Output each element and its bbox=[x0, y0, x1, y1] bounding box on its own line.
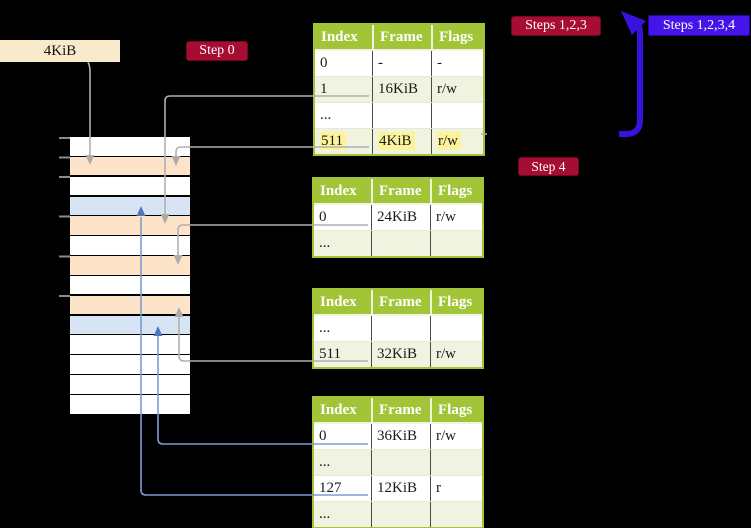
cell-frame: 32KiB bbox=[371, 342, 430, 367]
column-header-index: Index bbox=[320, 183, 357, 199]
cell-index: ... bbox=[319, 235, 331, 251]
memory-frame-free bbox=[70, 137, 190, 156]
column-header-frame: Frame bbox=[372, 25, 431, 49]
table-row-highlighted: 511 4KiB r/w bbox=[315, 128, 483, 154]
memory-frame-page-table bbox=[70, 256, 190, 275]
step-0-badge: Step 0 bbox=[186, 41, 248, 61]
cell-index: ... bbox=[319, 320, 331, 336]
column-header-index: Index bbox=[321, 29, 358, 45]
cell-index: 0 bbox=[320, 55, 328, 71]
cell-flags: r/w bbox=[430, 342, 482, 367]
table-header-row: Index Frame Flags bbox=[314, 290, 482, 316]
cell-flags: r/w bbox=[431, 77, 483, 102]
cell-index: ... bbox=[319, 454, 331, 470]
column-header-index: Index bbox=[320, 294, 357, 310]
page-table-3: Index Frame Flags ... 511 32KiB r/w bbox=[312, 288, 484, 369]
big-loop-arrowhead-icon bbox=[621, 11, 646, 35]
highlighted-value: 511 bbox=[320, 132, 346, 150]
cell-flags bbox=[430, 231, 482, 256]
table-row: 511 32KiB r/w bbox=[314, 341, 482, 367]
column-header-frame: Frame bbox=[371, 179, 430, 203]
page-size-label: 4KiB bbox=[0, 40, 120, 62]
cell-frame: 4KiB bbox=[372, 129, 431, 154]
column-header-flags: Flags bbox=[430, 290, 482, 314]
cell-index: ... bbox=[320, 107, 332, 123]
memory-frame-page-table bbox=[70, 156, 190, 176]
table-header-row: Index Frame Flags bbox=[314, 179, 482, 205]
memory-stack bbox=[70, 137, 190, 415]
table-row: 0 36KiB r/w bbox=[314, 424, 482, 449]
page-table-4: Index Frame Flags 0 36KiB r/w ... 127 12… bbox=[312, 396, 484, 528]
table-row: ... bbox=[315, 102, 483, 128]
memory-frame-page-table bbox=[70, 295, 190, 315]
page-table-1: Index Frame Flags 0 - - 1 16KiB r/w ... … bbox=[313, 23, 485, 156]
cell-flags: r bbox=[430, 476, 482, 501]
cell-index: 511 bbox=[315, 129, 372, 154]
cell-index: 127 bbox=[319, 480, 342, 496]
cell-index: 0 bbox=[319, 428, 327, 444]
table-row: 1 16KiB r/w bbox=[315, 76, 483, 102]
table-row: ... bbox=[314, 316, 482, 341]
memory-frame-free bbox=[70, 394, 190, 414]
big-loop-arrow-shaft bbox=[619, 17, 643, 137]
column-header-index: Index bbox=[320, 402, 357, 418]
memory-frame-page-table bbox=[70, 216, 190, 235]
column-header-flags: Flags bbox=[430, 179, 482, 203]
column-header-frame: Frame bbox=[371, 290, 430, 314]
column-header-flags: Flags bbox=[431, 25, 483, 49]
highlighted-value: 4KiB bbox=[378, 132, 415, 150]
cell-index: 511 bbox=[319, 346, 341, 362]
cell-frame bbox=[371, 231, 430, 256]
highlighted-value: r/w bbox=[437, 132, 461, 150]
table-row: 0 24KiB r/w bbox=[314, 205, 482, 230]
cell-index: 0 bbox=[319, 209, 327, 225]
cell-frame: 24KiB bbox=[371, 205, 430, 230]
memory-frame-free bbox=[70, 275, 190, 295]
cell-flags bbox=[430, 450, 482, 475]
table-row: 127 12KiB r bbox=[314, 475, 482, 501]
table-header-row: Index Frame Flags bbox=[315, 25, 483, 51]
recursive-walk-arrow bbox=[619, 11, 646, 137]
memory-frame-mapped bbox=[70, 196, 190, 216]
memory-frame-mapped bbox=[70, 315, 190, 335]
steps-1234-badge: Steps 1,2,3,4 bbox=[648, 15, 750, 36]
cell-frame: 16KiB bbox=[372, 77, 431, 102]
memory-frame-free bbox=[70, 375, 190, 394]
cell-frame: 36KiB bbox=[371, 424, 430, 449]
column-header-flags: Flags bbox=[430, 398, 482, 422]
cell-frame: - bbox=[372, 51, 431, 76]
steps-123-badge: Steps 1,2,3 bbox=[511, 16, 601, 36]
cell-frame bbox=[372, 103, 431, 128]
table-row: ... bbox=[314, 501, 482, 527]
page-table-2: Index Frame Flags 0 24KiB r/w ... bbox=[312, 177, 484, 258]
cell-flags: - bbox=[431, 51, 483, 76]
memory-frame-free bbox=[70, 176, 190, 196]
frame-boundary-ticks bbox=[59, 137, 70, 297]
cell-flags: r/w bbox=[431, 129, 483, 154]
memory-frame-free bbox=[70, 335, 190, 354]
memory-frame-free bbox=[70, 355, 190, 374]
cell-flags bbox=[431, 103, 483, 128]
cell-frame bbox=[371, 450, 430, 475]
cell-index: 1 bbox=[320, 81, 328, 97]
cell-frame bbox=[371, 502, 430, 527]
table-header-row: Index Frame Flags bbox=[314, 398, 482, 424]
cell-index: ... bbox=[319, 506, 331, 522]
memory-frame-free bbox=[70, 236, 190, 255]
cell-frame: 12KiB bbox=[371, 476, 430, 501]
cell-flags bbox=[430, 316, 482, 341]
table-row: ... bbox=[314, 449, 482, 475]
step-4-badge: Step 4 bbox=[518, 157, 579, 176]
cell-flags bbox=[430, 502, 482, 527]
table-row: 0 - - bbox=[315, 51, 483, 76]
column-header-frame: Frame bbox=[371, 398, 430, 422]
table-row: ... bbox=[314, 230, 482, 256]
cell-frame bbox=[371, 316, 430, 341]
cell-flags: r/w bbox=[430, 205, 482, 230]
cell-flags: r/w bbox=[430, 424, 482, 449]
